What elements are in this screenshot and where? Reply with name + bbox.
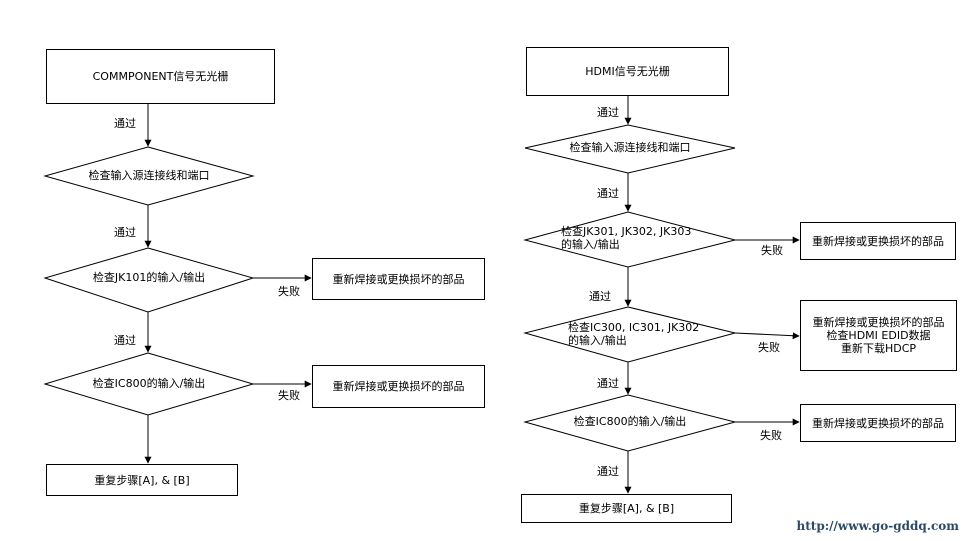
left-fix-box-2: 重新焊接或更换损坏的部品 xyxy=(312,365,485,408)
right-diamond-jk xyxy=(523,211,736,268)
right-fail-label-3: 失败 xyxy=(760,429,782,442)
right-fix-label-1: 重新焊接或更换损坏的部品 xyxy=(812,234,944,248)
right-fail-label-2: 失败 xyxy=(758,341,780,354)
right-check-jk-label-1: 检查JK301, JK302, JK303 xyxy=(561,225,692,238)
left-pass-label-3: 通过 xyxy=(114,334,136,347)
right-pass-label-3: 通过 xyxy=(589,290,611,303)
right-fix-label-2a: 重新焊接或更换损坏的部品 xyxy=(812,316,945,329)
right-start-box: HDMI信号无光栅 xyxy=(526,47,729,96)
left-fix-box-1: 重新焊接或更换损坏的部品 xyxy=(312,258,485,300)
left-fail-label-1: 失败 xyxy=(278,285,300,298)
left-pass-label-1: 通过 xyxy=(114,117,136,130)
left-repeat-label: 重复步骤[A], & [B] xyxy=(94,473,190,487)
right-fix-box-2: 重新焊接或更换损坏的部品 检查HDMI EDID数据 重新下载HDCP xyxy=(800,300,957,371)
right-diamond-ic xyxy=(523,306,736,363)
right-fix-label-2b: 检查HDMI EDID数据 xyxy=(826,329,931,342)
left-fail-label-2: 失败 xyxy=(278,389,300,402)
right-pass-label-4: 通过 xyxy=(597,377,619,390)
left-repeat-box: 重复步骤[A], & [B] xyxy=(46,464,238,496)
right-fail-label-1: 失败 xyxy=(761,244,783,257)
right-repeat-box: 重复步骤[A], & [B] xyxy=(521,494,732,523)
right-fix-label-3: 重新焊接或更换损坏的部品 xyxy=(812,416,944,430)
left-pass-label-2: 通过 xyxy=(114,226,136,239)
left-check-ic800-label: 检查IC800的输入/输出 xyxy=(92,377,206,390)
right-start-label: HDMI信号无光栅 xyxy=(585,65,670,78)
right-repeat-label: 重复步骤[A], & [B] xyxy=(578,502,675,515)
right-fail-arrow-2 xyxy=(734,332,800,340)
right-check-ic-label-2: 的输入/输出 xyxy=(568,334,627,347)
watermark-url: http://www.go-gddq.com xyxy=(796,519,959,533)
right-check-ic-label-1: 检查IC300, IC301, JK302 xyxy=(568,321,700,334)
left-check-source-label: 检查输入源连接线和端口 xyxy=(88,169,210,182)
right-check-source-label: 检查输入源连接线和端口 xyxy=(569,141,691,154)
right-fix-label-2c: 重新下载HDCP xyxy=(840,342,917,355)
right-pass-label-1: 通过 xyxy=(597,106,619,119)
right-fix-box-3: 重新焊接或更换损坏的部品 xyxy=(800,404,956,442)
left-fix-label-2: 重新焊接或更换损坏的部品 xyxy=(332,380,465,393)
left-start-box: COMMPONENT信号无光栅 xyxy=(46,49,275,104)
right-pass-label-2: 通过 xyxy=(597,187,619,200)
right-check-ic800-label: 检查IC800的输入/输出 xyxy=(573,415,687,428)
right-pass-label-5: 通过 xyxy=(597,465,619,478)
left-fix-label-1: 重新焊接或更换损坏的部品 xyxy=(332,272,465,286)
right-check-jk-label-2: 的输入/输出 xyxy=(561,238,620,251)
left-check-jk101-label: 检查JK101的输入/输出 xyxy=(92,271,206,284)
right-fix-box-1: 重新焊接或更换损坏的部品 xyxy=(800,222,956,260)
left-start-label: COMMPONENT信号无光栅 xyxy=(92,70,229,83)
